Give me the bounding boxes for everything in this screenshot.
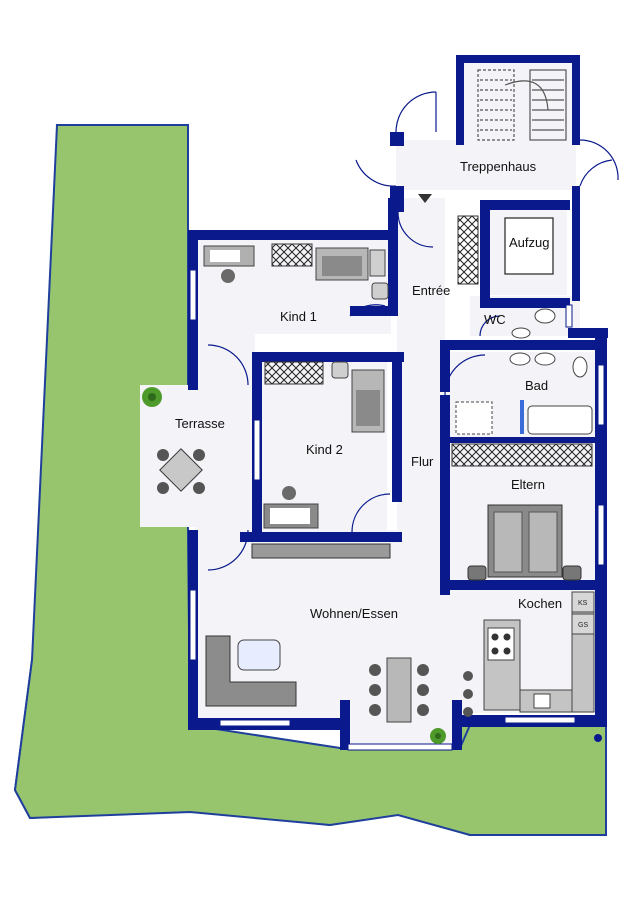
plant-icon (142, 387, 162, 407)
terrasse-furniture (142, 387, 205, 494)
marker-dot (594, 734, 602, 742)
kitchen (483, 591, 595, 713)
bad-fixtures (455, 352, 593, 435)
plant-icon (430, 728, 446, 744)
room-label-kind2: Kind 2 (306, 442, 343, 457)
room-label-entree: Entrée (412, 283, 450, 298)
appliance-label-ks: KS (578, 600, 588, 607)
stairs (477, 69, 515, 141)
room-label-flur: Flur (411, 454, 434, 469)
entrance-arrow (418, 194, 432, 203)
room-label-kochen: Kochen (518, 596, 562, 611)
wc-fixtures (511, 308, 556, 339)
kind1-furniture (203, 245, 389, 300)
wardrobes (251, 215, 593, 559)
appliance-label-gs: GS (578, 622, 588, 629)
room-label-terrasse: Terrasse (175, 416, 225, 431)
eltern-bed (467, 504, 582, 581)
living-furniture (205, 635, 473, 744)
windows (189, 269, 605, 751)
room-label-wohnen-essen: Wohnen/Essen (310, 606, 398, 621)
room-label-aufzug: Aufzug (509, 235, 549, 250)
room-label-eltern: Eltern (511, 477, 545, 492)
kind2-furniture (263, 361, 385, 529)
room-label-treppenhaus: Treppenhaus (460, 159, 537, 174)
stairwell (462, 60, 572, 145)
room-label-wc: WC (484, 312, 506, 327)
room-label-kind1: Kind 1 (280, 309, 317, 324)
elevator-cabin (504, 217, 554, 275)
doors (207, 91, 619, 571)
stairs-right (504, 69, 567, 141)
room-label-bad: Bad (525, 378, 548, 393)
